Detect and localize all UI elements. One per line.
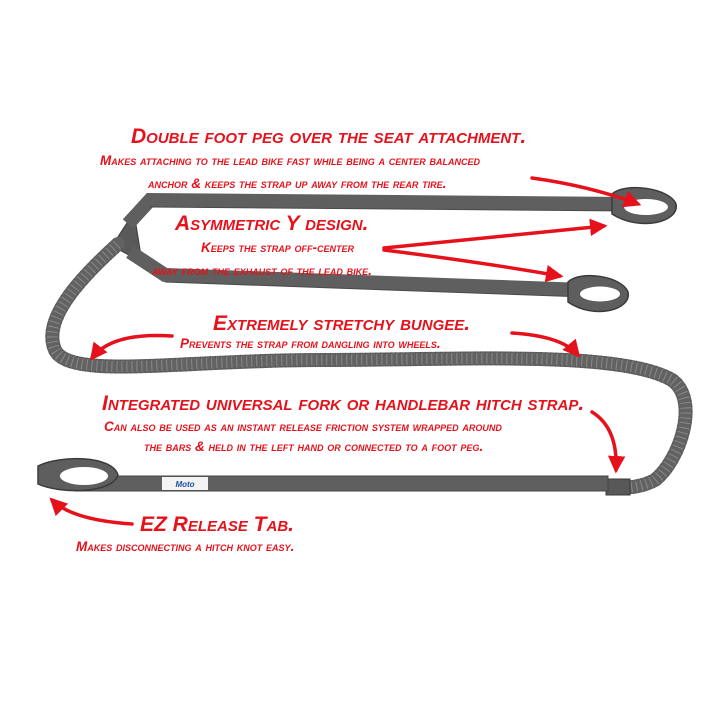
- callout-seat-attachment-line-1: Makes attaching to the lead bike fast wh…: [100, 153, 481, 168]
- callout-hitch-strap-line-1: Can also be used as an instant release f…: [104, 419, 502, 434]
- y-strap-upper: [122, 192, 631, 229]
- callout-y-design-line-2: away from the exhaust of the lead bike.: [152, 263, 372, 278]
- arrow-y-design-lower: [382, 248, 564, 283]
- callout-y-design-title: Asymmetric Y design.: [175, 212, 369, 235]
- product-logo-text: Moto: [175, 480, 194, 489]
- callout-y-design-line-1: Keeps the strap off-center: [201, 240, 355, 255]
- arrow-y-design-upper: [382, 218, 608, 250]
- release-tab-loop: [37, 457, 119, 492]
- callout-release-tab-title: EZ Release Tab.: [140, 513, 295, 536]
- foot-peg-loop-top: [611, 186, 677, 225]
- callout-seat-attachment-title: Double foot peg over the seat attachment…: [131, 125, 527, 148]
- callout-hitch-strap-title: Integrated universal fork or handlebar h…: [102, 392, 585, 415]
- callout-seat-attachment-line-2: anchor & keeps the strap up away from th…: [148, 176, 447, 191]
- foot-peg-loop-bottom: [567, 274, 629, 313]
- arrow-bungee-left: [89, 333, 174, 361]
- callout-hitch-strap-line-2: the bars & held in the left hand or conn…: [144, 439, 484, 454]
- hitch-strap: [74, 475, 609, 492]
- callout-release-tab-line-1: Makes disconnecting a hitch knot easy.: [76, 539, 295, 554]
- callout-bungee-title: Extremely stretchy bungee.: [213, 312, 471, 335]
- product-label: Moto: [162, 477, 208, 490]
- arrow-release-tab: [49, 497, 134, 526]
- arrow-bungee-right: [510, 331, 581, 358]
- bungee-end-cap: [605, 478, 631, 496]
- arrow-seat-attachment: [530, 176, 642, 208]
- callout-bungee-line-1: Prevents the strap from dangling into wh…: [180, 336, 441, 351]
- arrow-hitch-strap: [590, 410, 626, 474]
- y-strap-lower: [126, 246, 586, 297]
